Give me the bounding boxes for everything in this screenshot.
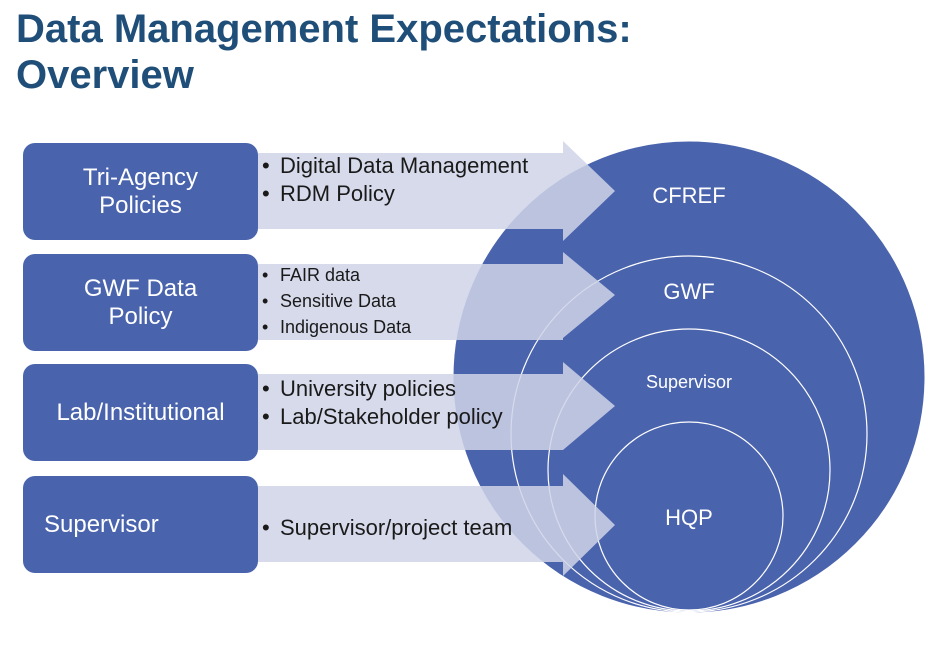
- bullet-item: Sensitive Data: [260, 288, 411, 314]
- circle-label-hqp: HQP: [665, 505, 713, 530]
- bullet-list-gwf-data-policy: FAIR data Sensitive Data Indigenous Data: [260, 262, 411, 340]
- bullet-item: FAIR data: [260, 262, 411, 288]
- box-supervisor: Supervisor: [23, 476, 258, 573]
- slide-title: Data Management Expectations: Overview: [16, 6, 632, 98]
- box-label-line: Lab/Institutional: [56, 398, 225, 426]
- bullet-list-supervisor: Supervisor/project team: [260, 514, 512, 542]
- bullet-item: Supervisor/project team: [260, 514, 512, 542]
- circle-label-supervisor: Supervisor: [645, 372, 733, 392]
- bullet-item: RDM Policy: [260, 180, 528, 208]
- box-label-line: Policy: [108, 302, 173, 330]
- bullet-item: Indigenous Data: [260, 314, 411, 340]
- bullet-list-lab-institutional: University policies Lab/Stakeholder poli…: [260, 375, 503, 431]
- box-label-line: GWF Data: [83, 274, 198, 302]
- bullet-item: Lab/Stakeholder policy: [260, 403, 503, 431]
- slide-title-line-1: Data Management Expectations:: [16, 7, 632, 51]
- circle-label-cfref: CFREF: [652, 183, 726, 208]
- slide-title-line-2: Overview: [16, 53, 194, 97]
- box-gwf-data-policy: GWF Data Policy: [23, 254, 258, 351]
- box-label-line: Supervisor: [44, 510, 159, 538]
- bullet-item: Digital Data Management: [260, 152, 528, 180]
- box-lab-institutional: Lab/Institutional: [23, 364, 258, 461]
- bullet-list-tri-agency: Digital Data Management RDM Policy: [260, 152, 528, 208]
- box-tri-agency-policies: Tri-Agency Policies: [23, 143, 258, 240]
- box-label-line: Tri-Agency: [82, 163, 199, 191]
- box-label-line: Policies: [99, 191, 182, 219]
- bullet-item: University policies: [260, 375, 503, 403]
- circle-label-gwf: GWF: [663, 279, 715, 304]
